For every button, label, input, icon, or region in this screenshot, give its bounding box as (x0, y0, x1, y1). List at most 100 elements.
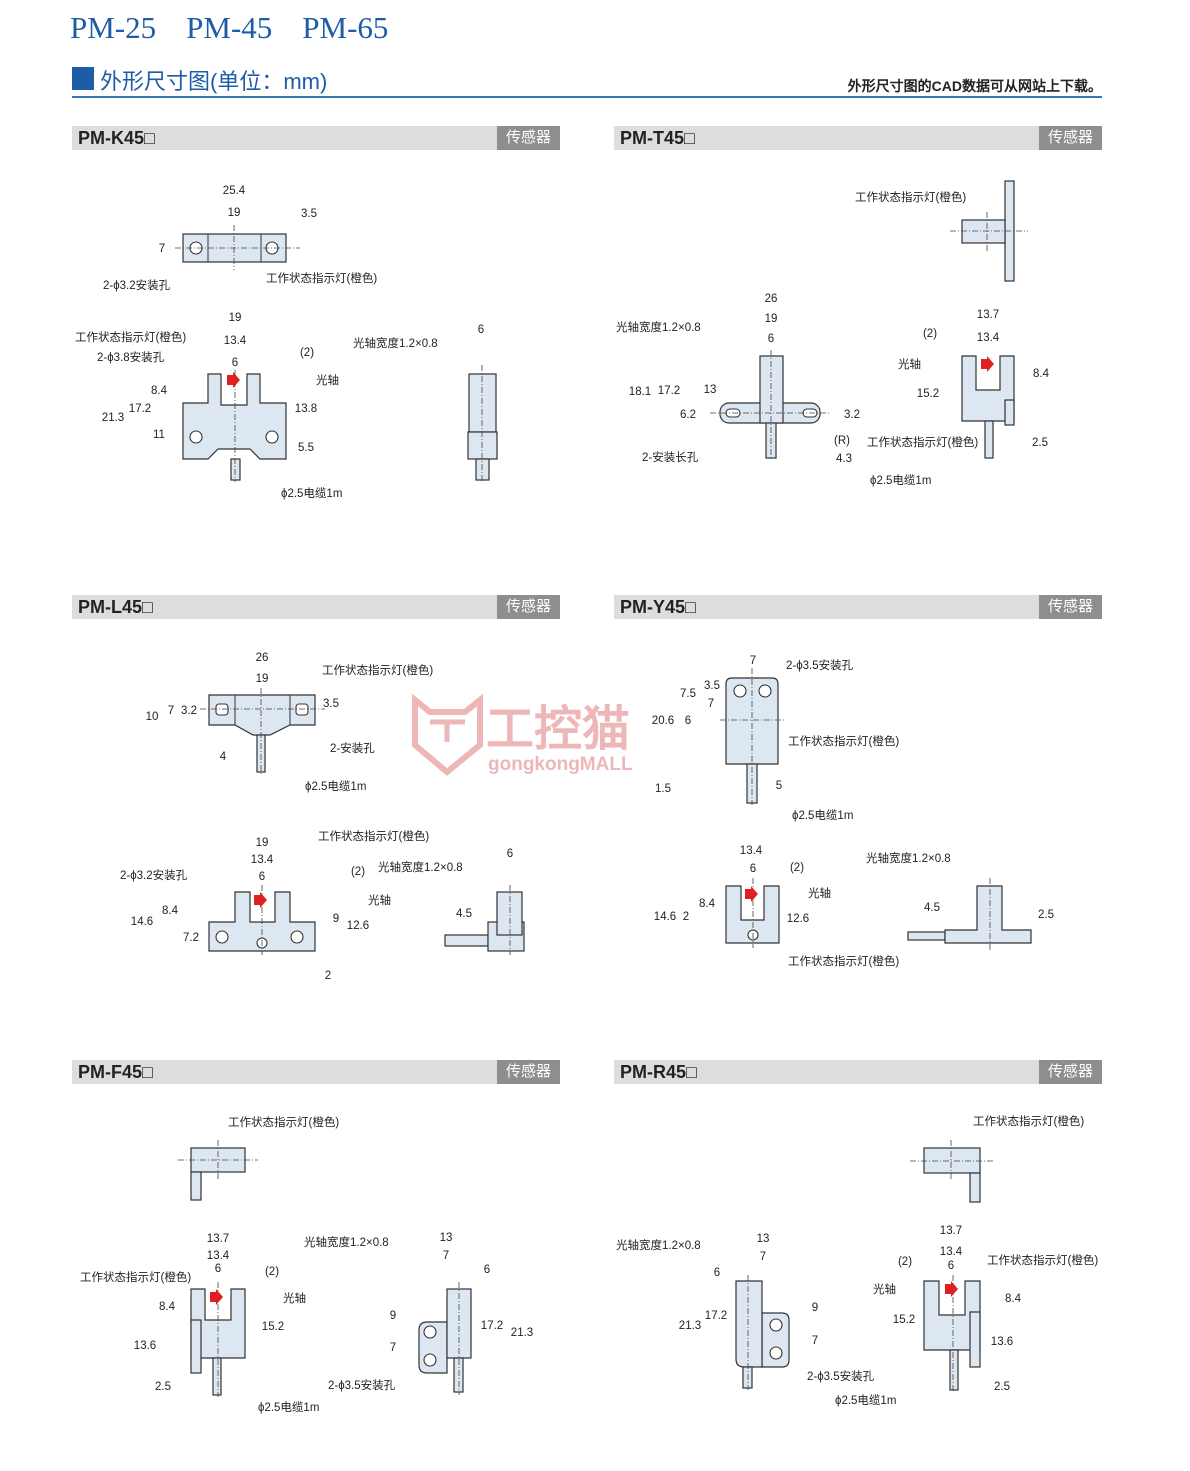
drawing-r45-side-view (923, 1275, 981, 1392)
dim-label: 19 (256, 673, 269, 685)
dim-label: (2) (898, 1256, 912, 1268)
dim-label: 7 (708, 698, 714, 710)
drawing-k45-top-view (175, 225, 300, 270)
callout-label: 工作状态指示灯(橙色) (322, 663, 433, 677)
callout-label: 2-ϕ3.5安装孔 (786, 658, 854, 672)
dim-label: 7 (750, 655, 756, 667)
sensor-badge: 传感器 (497, 126, 560, 150)
dim-label: 13.7 (207, 1233, 229, 1245)
callout-label: ϕ2.5电缆1m (835, 1394, 896, 1407)
panel-title: PM-L45□ (78, 597, 153, 617)
watermark-en: gongkongMALL (488, 754, 633, 775)
drawing-y45-side-view (907, 878, 1032, 950)
dim-label: 21.3 (679, 1320, 701, 1332)
dim-label: 8.4 (159, 1301, 176, 1313)
beam-arrow-icon (745, 886, 758, 902)
section-note: 外形尺寸图的CAD数据可从网站上下载。 (847, 78, 1102, 94)
dim-label: 17.2 (658, 385, 680, 397)
dim-label: 20.6 (652, 715, 674, 727)
panel-header-r45: PM-R45□ 传感器 (614, 1060, 1102, 1084)
panel-header-k45: PM-K45□传感器 (72, 126, 560, 150)
dim-label: 6 (232, 357, 238, 369)
dim-label: 7.5 (680, 688, 696, 700)
callout-label: ϕ2.5电缆1m (305, 780, 366, 793)
panel-title: PM-R45□ (620, 1062, 697, 1082)
sensor-badge: 传感器 (1039, 1060, 1102, 1084)
callout-label: 工作状态指示灯(橙色) (228, 1115, 339, 1129)
dim-label: 12.6 (347, 920, 369, 932)
dim-label: 6 (685, 715, 691, 727)
callout-label: 光轴宽度1.2×0.8 (616, 320, 701, 334)
dim-label: 19 (256, 837, 269, 849)
dim-label: 13.4 (207, 1250, 230, 1262)
beam-arrow-icon (945, 1281, 958, 1297)
dim-label: 7 (168, 705, 174, 717)
dim-label: 6 (215, 1263, 221, 1275)
series-pm65: PM-65 (302, 10, 389, 45)
section-title: 外形尺寸图(单位：mm) (100, 69, 328, 94)
panel-title: PM-Y45□ (620, 597, 696, 617)
drawing-l45-side-view (444, 885, 525, 955)
dim-label: 13.6 (134, 1340, 156, 1352)
dim-label: 15.2 (893, 1314, 915, 1326)
dim-label: 10 (146, 711, 159, 723)
drawing-r45-top-view (910, 1140, 993, 1203)
dim-label: 3.5 (704, 680, 720, 692)
dim-label: 13.4 (224, 335, 247, 347)
dim-label: 4 (220, 751, 227, 763)
dim-label: (2) (923, 328, 937, 340)
dim-label: 8.4 (1005, 1293, 1022, 1305)
dim-label: (2) (351, 866, 365, 878)
sensor-badge: 传感器 (497, 1060, 560, 1084)
drawing-t45-front-view (710, 350, 830, 460)
sensor-badge: 传感器 (497, 595, 560, 619)
beam-arrow-icon (227, 372, 240, 388)
dim-label: 13 (440, 1232, 453, 1244)
callout-label: 光轴 (283, 1291, 306, 1305)
drawing-k45-front-view (182, 370, 287, 482)
callout-label: 光轴 (873, 1282, 896, 1296)
callout-label: 工作状态指示灯(橙色) (987, 1253, 1098, 1267)
dim-label: 21.3 (102, 412, 124, 424)
beam-arrow-icon (981, 356, 994, 372)
drawing-r45-front-view (735, 1275, 790, 1390)
dim-label: 13.4 (977, 332, 1000, 344)
dim-label: 19 (229, 312, 242, 324)
dim-label: 2.5 (994, 1381, 1010, 1393)
callout-label: 2-安装长孔 (642, 450, 699, 464)
dimension-labels-t45: 工作状态指示灯(橙色) 26 19 光轴宽度1.2×0.8 6 18.1 17.… (616, 190, 1050, 487)
dim-label: 15.2 (917, 388, 939, 400)
dim-label: 6 (714, 1267, 720, 1279)
dim-label: 17.2 (705, 1310, 727, 1322)
dim-label: 7 (159, 243, 165, 255)
dim-label: 9 (333, 913, 339, 925)
dim-label: 2 (683, 911, 689, 923)
dim-label: 6 (768, 333, 774, 345)
beam-arrow-icon (210, 1289, 223, 1305)
callout-label: 光轴宽度1.2×0.8 (866, 851, 951, 865)
dim-label: 4.5 (924, 902, 940, 914)
dim-label: (2) (790, 862, 804, 874)
dim-label: 7 (443, 1250, 449, 1262)
dim-label: 13.7 (940, 1225, 962, 1237)
dim-label: 14.6 (654, 911, 676, 923)
watermark-cn: 工控猫 (486, 703, 630, 756)
dim-label: 7 (760, 1251, 766, 1263)
dim-label: 12.6 (787, 913, 809, 925)
callout-label: 光轴 (898, 357, 921, 371)
drawing-l45-front-view (208, 885, 316, 955)
dim-label: 19 (228, 207, 241, 219)
callout-label: 光轴宽度1.2×0.8 (353, 336, 438, 350)
callout-label: 2-ϕ3.8安装孔 (97, 350, 165, 364)
panel-title: PM-F45□ (78, 1062, 153, 1082)
callout-label: 光轴 (808, 886, 831, 900)
callout-label: 工作状态指示灯(橙色) (867, 435, 978, 449)
dim-label: 18.1 (629, 386, 651, 398)
dim-label: 17.2 (481, 1320, 503, 1332)
dim-label: 13.6 (991, 1336, 1013, 1348)
dim-label: 2 (325, 970, 331, 982)
dim-label: (R) (834, 435, 850, 447)
dim-label: 3.5 (301, 208, 317, 220)
